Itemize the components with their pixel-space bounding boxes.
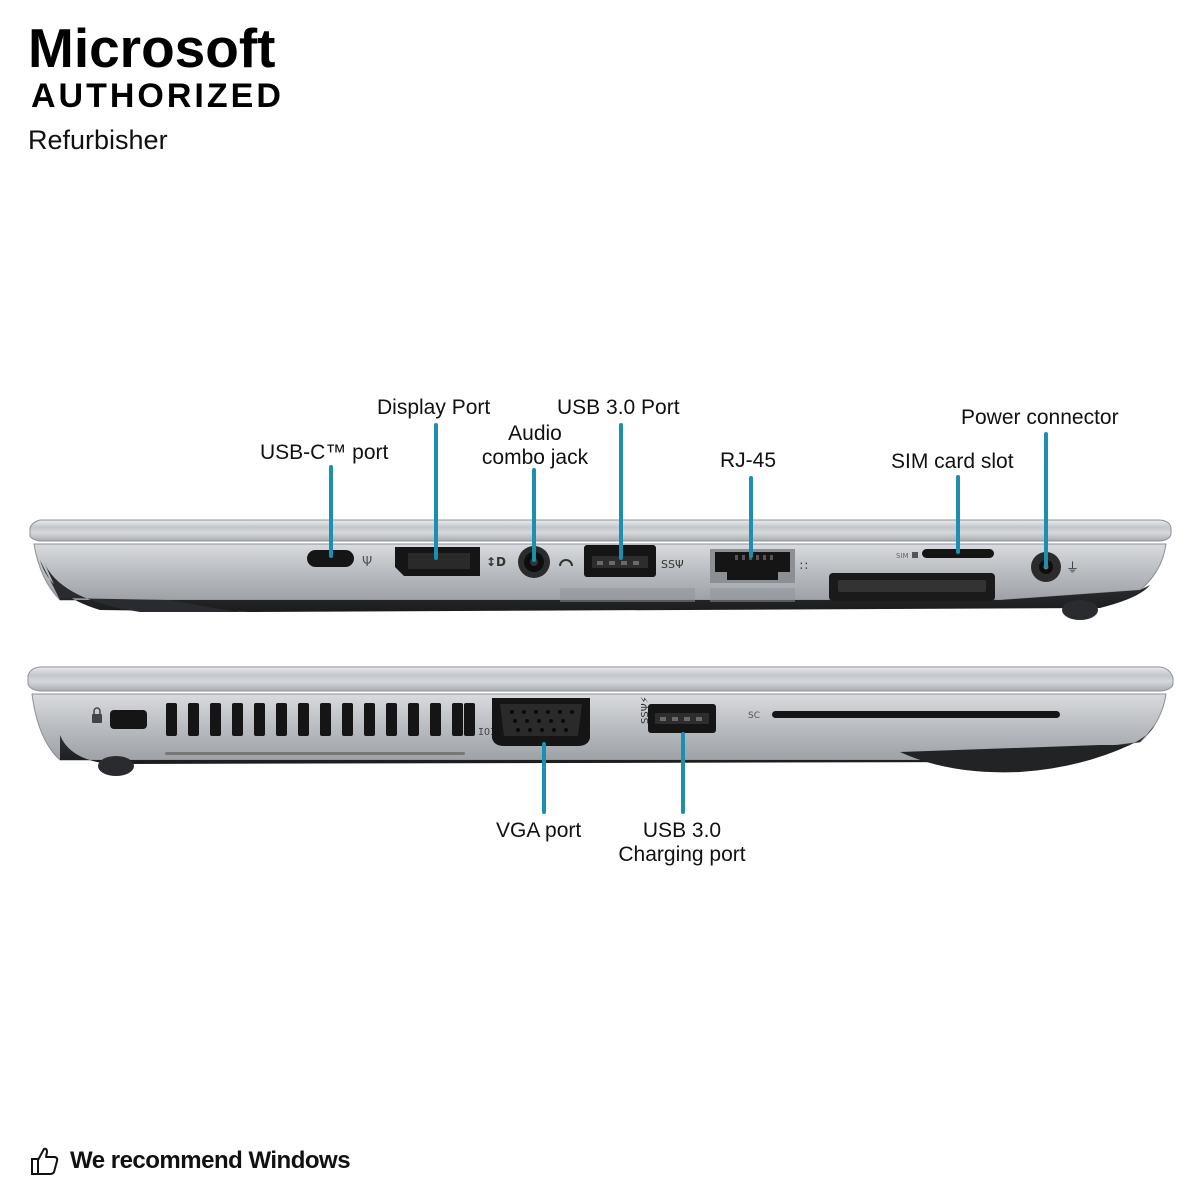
thumbs-up-icon xyxy=(31,1147,59,1175)
ss-usb-charge-icon: SSΨ⚡ xyxy=(640,696,651,724)
laptop-left-side: IOI SSΨ⚡ SC xyxy=(27,666,1174,814)
label-usb3-charge-line1: USB 3.0 xyxy=(642,819,722,842)
usb-symbol-icon: Ψ xyxy=(362,555,372,570)
label-power-connector: Power connector xyxy=(961,406,1119,429)
security-lock-slot xyxy=(110,710,147,729)
ss-usb-icon: SSΨ xyxy=(661,558,684,571)
label-usb-3-charging-port: USB 3.0 Charging port xyxy=(612,819,752,867)
brand-role: Refurbisher xyxy=(28,125,168,155)
label-rj45: RJ-45 xyxy=(720,449,777,472)
power-plug-icon: ⏚ xyxy=(1066,561,1079,576)
vga-icon: IOI xyxy=(478,727,496,738)
usb-c-port xyxy=(307,550,354,567)
label-audio-line2: combo jack xyxy=(481,446,589,469)
network-icon: ∷ xyxy=(800,559,808,573)
label-audio-line1: Audio xyxy=(508,422,562,445)
footer: We recommend Windows xyxy=(28,1143,351,1179)
label-vga-port: VGA port xyxy=(496,819,582,842)
label-sim-card-slot: SIM card slot xyxy=(891,450,1014,473)
label-audio-combo-jack: Audio combo jack xyxy=(478,422,592,470)
cooling-vents xyxy=(166,703,475,736)
brand-status: AUTHORIZED xyxy=(31,77,284,115)
smart-card-slot xyxy=(772,711,1060,718)
headphone-icon xyxy=(559,559,573,567)
sim-engraving: SIM xyxy=(896,552,909,560)
lock-icon xyxy=(92,714,102,723)
label-usb-3-port: USB 3.0 Port xyxy=(557,396,680,419)
sc-engraving: SC xyxy=(748,711,760,721)
brand-name: Microsoft xyxy=(28,17,276,79)
footer-text: We recommend Windows xyxy=(70,1147,351,1174)
label-display-port: Display Port xyxy=(377,396,491,419)
display-port-icon: ↕D xyxy=(486,555,506,569)
label-usb3-charge-line2: Charging port xyxy=(618,843,746,866)
laptop-right-side: Ψ ↕D SSΨ ∷ SIM xyxy=(29,423,1172,620)
label-usb-c-port: USB-C™ port xyxy=(260,441,389,464)
